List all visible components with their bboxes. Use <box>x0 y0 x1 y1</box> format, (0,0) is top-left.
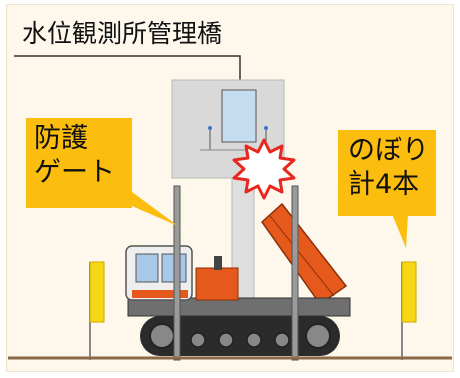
gate-callout-line-1: 防護 <box>34 123 88 154</box>
track-roller <box>305 323 331 349</box>
crawler-track <box>140 316 340 356</box>
title-leader-line <box>14 55 241 82</box>
cab-base <box>132 290 188 298</box>
sensor-dot-1 <box>208 126 212 130</box>
gate-post-left <box>173 185 181 361</box>
gate-callout-line-2: ゲート <box>34 157 115 188</box>
flag-right <box>401 261 417 360</box>
gate-callout-pointer <box>118 192 178 226</box>
gate-callout: 防護 ゲート <box>26 118 132 208</box>
sensor-dot-2 <box>264 126 268 130</box>
observation-window <box>221 89 257 143</box>
flags-callout-pointer <box>392 214 408 248</box>
bridge-title-label: 水位観測所管理橋 <box>22 19 223 48</box>
track-roller <box>218 332 234 348</box>
track-roller <box>246 332 262 348</box>
track-roller <box>190 332 206 348</box>
warning-burst-icon <box>232 138 296 200</box>
cab-window-front <box>135 253 159 283</box>
flag-left <box>89 261 105 360</box>
track-roller <box>149 323 175 349</box>
gate-post-right <box>291 185 299 361</box>
engine-box <box>195 267 239 301</box>
track-roller <box>274 332 290 348</box>
dump-bed <box>261 202 348 306</box>
dump-bed-rib <box>269 215 335 297</box>
flags-callout-line-2: 計4本 <box>348 169 420 200</box>
exhaust-pipe <box>214 256 222 270</box>
flags-callout-line-1: のぼり <box>348 135 429 166</box>
flags-callout: のぼり 計4本 <box>338 130 436 216</box>
protective-gate <box>173 185 299 361</box>
